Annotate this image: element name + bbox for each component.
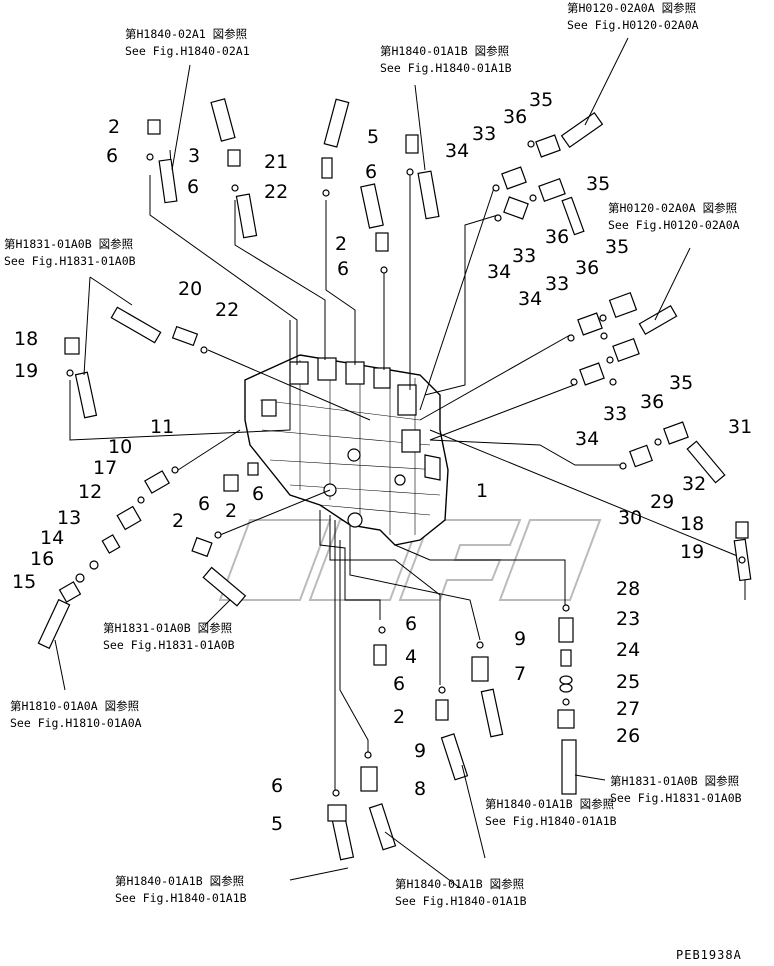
label-36: 36	[575, 257, 599, 279]
label-13: 13	[57, 507, 81, 529]
label-35: 35	[605, 236, 629, 258]
label-22: 22	[264, 181, 288, 203]
label-23: 23	[616, 608, 640, 630]
label-9: 9	[514, 628, 526, 650]
ref-jp: 第H1831-01A0B 図参照	[4, 237, 133, 251]
label-12: 12	[78, 481, 102, 503]
ref-en: See Fig.H0120-02A0A	[608, 218, 740, 232]
label-33: 33	[545, 273, 569, 295]
ref-en: See Fig.H1810-01A0A	[10, 716, 142, 730]
label-36: 36	[545, 226, 569, 248]
label-33: 33	[512, 245, 536, 267]
label-36: 36	[503, 106, 527, 128]
label-34: 34	[445, 140, 469, 162]
label-2: 2	[225, 500, 237, 522]
label-18: 18	[680, 513, 704, 535]
fittings	[58, 119, 749, 822]
label-6: 6	[365, 161, 377, 183]
ref-jp: 第H1840-01A1B 図参照	[115, 874, 244, 888]
drawing-code: PEB1938A	[676, 948, 742, 962]
label-4: 4	[405, 646, 417, 668]
label-32: 32	[682, 473, 706, 495]
label-29: 29	[650, 491, 674, 513]
label-30: 30	[618, 507, 642, 529]
label-6: 6	[198, 493, 210, 515]
ref-jp: 第H1840-01A1B 図参照	[395, 877, 524, 891]
ref-jp: 第H1840-01A1B 図参照	[380, 44, 509, 58]
ref-en: See Fig.H0120-02A0A	[567, 18, 699, 32]
label-25: 25	[616, 671, 640, 693]
label-9: 9	[414, 740, 426, 762]
label-31: 31	[728, 416, 752, 438]
label-5: 5	[271, 813, 283, 835]
label-8: 8	[414, 778, 426, 800]
ref-en: See Fig.H1840-02A1	[125, 44, 250, 58]
ref-en: See Fig.H1840-01A1B	[115, 891, 247, 905]
label-5: 5	[367, 126, 379, 148]
label-7: 7	[514, 663, 526, 685]
label-6: 6	[405, 613, 417, 635]
label-14: 14	[40, 527, 64, 549]
ref-jp: 第H0120-02A0A 図参照	[608, 201, 737, 215]
ref-en: See Fig.H1840-01A1B	[395, 894, 527, 908]
label-35: 35	[529, 89, 553, 111]
label-2: 2	[335, 233, 347, 255]
label-6: 6	[106, 145, 118, 167]
label-35: 35	[669, 372, 693, 394]
label-6: 6	[337, 258, 349, 280]
label-6: 6	[393, 673, 405, 695]
ref-en: See Fig.H1831-01A0B	[610, 791, 742, 805]
label-10: 10	[108, 436, 132, 458]
label-22: 22	[215, 299, 239, 321]
label-3: 3	[188, 145, 200, 167]
hoses	[37, 98, 752, 861]
ref-jp: 第H1831-01A0B 図参照	[610, 774, 739, 788]
label-19: 19	[14, 360, 38, 382]
label-33: 33	[472, 123, 496, 145]
label-2: 2	[172, 510, 184, 532]
leader-lines	[69, 149, 746, 790]
label-6: 6	[252, 483, 264, 505]
label-36: 36	[640, 391, 664, 413]
label-35: 35	[586, 173, 610, 195]
figure-references: 第H1840-02A1 図参照 See Fig.H1840-02A1 第H184…	[4, 1, 742, 908]
part-labels: 1 2 2 2 2 2 3 4 5 5 6 6 6 6 6 6 6 6 6 7 …	[12, 89, 752, 835]
label-17: 17	[93, 457, 117, 479]
label-16: 16	[30, 548, 54, 570]
label-26: 26	[616, 725, 640, 747]
ref-jp: 第H1840-02A1 図参照	[125, 27, 247, 41]
label-11: 11	[150, 416, 174, 438]
label-18: 18	[14, 328, 38, 350]
label-34: 34	[575, 428, 599, 450]
label-20: 20	[178, 278, 202, 300]
label-6: 6	[271, 775, 283, 797]
label-33: 33	[603, 403, 627, 425]
ref-en: See Fig.H1831-01A0B	[4, 254, 136, 268]
ref-jp: 第H1840-01A1B 図参照	[485, 797, 614, 811]
ref-en: See Fig.H1840-01A1B	[380, 61, 512, 75]
label-27: 27	[616, 698, 640, 720]
label-15: 15	[12, 571, 36, 593]
label-34: 34	[487, 261, 511, 283]
ref-en: See Fig.H1831-01A0B	[103, 638, 235, 652]
label-6: 6	[187, 176, 199, 198]
label-19: 19	[680, 541, 704, 563]
label-24: 24	[616, 639, 640, 661]
label-2: 2	[393, 706, 405, 728]
label-2: 2	[108, 116, 120, 138]
ref-jp: 第H1810-01A0A 図参照	[10, 699, 139, 713]
ref-jp: 第H1831-01A0B 図参照	[103, 621, 232, 635]
label-34: 34	[518, 288, 542, 310]
ref-en: See Fig.H1840-01A1B	[485, 814, 617, 828]
ref-jp: 第H0120-02A0A 図参照	[567, 1, 696, 15]
label-1: 1	[476, 480, 488, 502]
control-valve-body	[244, 354, 449, 546]
label-21: 21	[264, 151, 288, 173]
reference-arrows	[54, 37, 691, 889]
label-28: 28	[616, 578, 640, 600]
